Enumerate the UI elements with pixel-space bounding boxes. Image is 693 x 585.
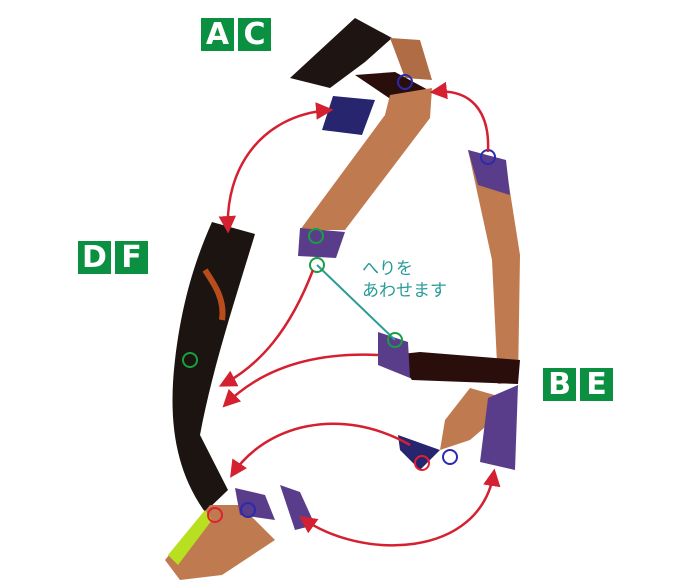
- note-line-2: あわせます: [362, 281, 447, 301]
- green-marker-circle: [387, 332, 403, 348]
- label-f: F: [115, 241, 148, 274]
- label-ac: A C: [201, 18, 271, 51]
- edge-alignment-note: へりを あわせます: [362, 258, 447, 302]
- label-c: C: [238, 18, 271, 51]
- label-e: E: [580, 368, 613, 401]
- red-marker-circle: [207, 507, 223, 523]
- top-piece-flap-dark: [290, 18, 392, 88]
- edge-alignment-guide-line: [316, 264, 396, 341]
- right-piece-top-tab: [468, 150, 510, 195]
- left-piece-base: [165, 505, 275, 580]
- red-arrow-top-right: [429, 81, 490, 153]
- note-line-1: へりを: [362, 259, 413, 279]
- left-piece-purple-fold: [235, 488, 275, 520]
- right-piece-base-flat: [392, 352, 520, 384]
- left-piece-highlight: [202, 268, 226, 321]
- top-piece-tab-navy: [322, 96, 375, 135]
- top-piece-back-band: [390, 38, 432, 80]
- red-arrow-lower-tab: [230, 422, 411, 478]
- label-d: D: [78, 241, 111, 274]
- red-arrow-mid-left: [218, 269, 315, 387]
- red-arrow-bottom-loop: [299, 468, 501, 547]
- red-arrow-mid-tab: [222, 353, 379, 408]
- right-piece-lower-tab: [398, 435, 440, 470]
- top-piece: [290, 18, 432, 258]
- label-b: B: [543, 368, 576, 401]
- green-marker-circle: [182, 352, 198, 368]
- green-marker-circle: [309, 257, 325, 273]
- blue-marker-circle: [397, 74, 413, 90]
- right-piece: [378, 150, 520, 470]
- blue-marker-circle: [442, 449, 458, 465]
- label-a: A: [201, 18, 234, 51]
- label-be: B E: [543, 368, 613, 401]
- label-df: D F: [78, 241, 148, 274]
- right-piece-lower-right-tab: [480, 385, 518, 470]
- blue-marker-circle: [240, 502, 256, 518]
- left-piece-green-panel: [168, 510, 212, 565]
- right-piece-long-strip: [468, 150, 520, 384]
- left-piece-curved-strip: [172, 222, 255, 512]
- red-arrow-top-loop: [218, 102, 334, 234]
- left-piece: [165, 222, 315, 580]
